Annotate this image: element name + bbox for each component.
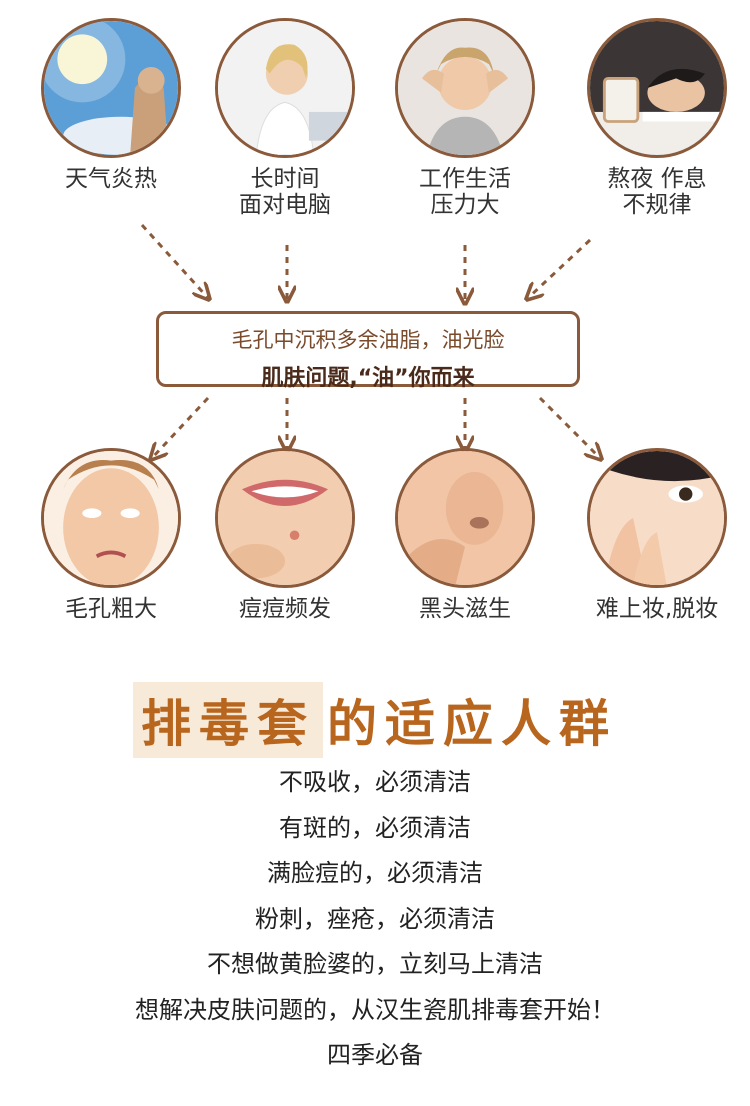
computer-woman-image	[215, 18, 355, 158]
cause-label: 天气炎热	[65, 166, 157, 192]
makeup-eye-image	[587, 448, 727, 588]
audience-list: 不吸收，必须清洁 有斑的，必须清洁 满脸痘的，必须清洁 粉刺，痤疮，必须清洁 不…	[0, 760, 750, 1079]
title-rest: 的适应人群	[327, 695, 617, 753]
list-item: 想解决皮肤问题的，从汉生瓷肌排毒套开始！	[135, 995, 615, 1024]
effect-label: 难上妆,脱妆	[595, 596, 719, 622]
center-line-2: 肌肤问题,“油”你而来	[261, 366, 475, 391]
list-item: 满脸痘的，必须清洁	[267, 859, 483, 887]
pores-face-image	[41, 448, 181, 588]
effect-item-makeup: 难上妆,脱妆	[572, 448, 742, 622]
cause-item-computer: 长时间 面对电脑	[200, 18, 370, 218]
sleeping-desk-image	[587, 18, 727, 158]
effect-item-pores: 毛孔粗大	[26, 448, 196, 622]
cause-label: 长时间 面对电脑	[239, 166, 331, 218]
list-item: 不吸收，必须清洁	[279, 768, 471, 796]
acne-mouth-image	[215, 448, 355, 588]
sunny-sky-image	[41, 18, 181, 158]
effect-label: 黑头滋生	[419, 596, 511, 622]
effect-label: 毛孔粗大	[65, 596, 157, 622]
effect-item-blackhead: 黑头滋生	[380, 448, 550, 622]
cause-label: 熬夜 作息 不规律	[607, 166, 707, 218]
list-item: 四季必备	[327, 1041, 423, 1069]
causes-row: 天气炎热 长时间 面对电脑 工作生活 压力大	[0, 18, 750, 258]
list-item: 粉刺，痤疮，必须清洁	[255, 904, 495, 933]
cause-item-late-night: 熬夜 作息 不规律	[572, 18, 742, 218]
cause-item-hot-weather: 天气炎热	[26, 18, 196, 192]
cause-label: 工作生活 压力大	[419, 166, 511, 218]
effect-item-acne: 痘痘频发	[200, 448, 370, 622]
center-box: 毛孔中沉积多余油脂，油光脸 肌肤问题,“油”你而来	[156, 311, 580, 391]
stressed-woman-image	[395, 18, 535, 158]
center-line-1: 毛孔中沉积多余油脂，油光脸	[231, 328, 505, 352]
effect-label: 痘痘频发	[239, 596, 331, 622]
list-item: 不想做黄脸婆的，立刻马上清洁	[207, 950, 543, 978]
cause-item-stress: 工作生活 压力大	[380, 18, 550, 218]
list-item: 有斑的，必须清洁	[279, 813, 471, 842]
effects-row: 毛孔粗大 痘痘频发 黑头滋生	[0, 448, 750, 688]
blackhead-nose-image	[395, 448, 535, 588]
section-title: 排毒套 的适应人群	[0, 680, 750, 760]
title-highlight: 排毒套	[133, 682, 323, 758]
